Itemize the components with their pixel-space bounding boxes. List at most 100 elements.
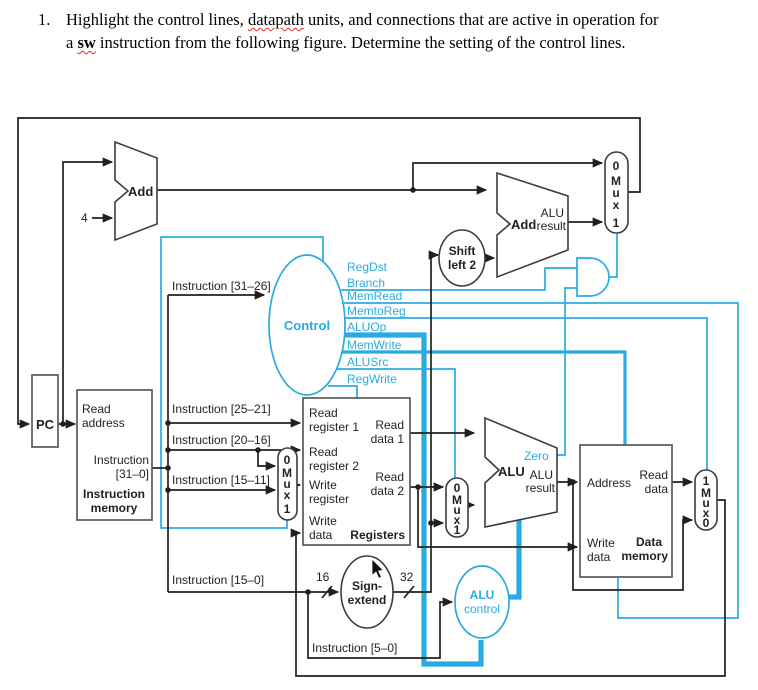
signal-branch: Branch: [347, 276, 385, 290]
imem-readaddr-label2: address: [82, 416, 125, 430]
control-wires: [160, 234, 739, 667]
reg-wr-label: Write: [309, 478, 337, 492]
imem-title2: memory: [91, 501, 138, 515]
imem-out-label: Instruction: [94, 453, 149, 467]
question-seg: instruction from the following figure. D…: [95, 33, 626, 52]
alucontrol-to-alu-line-highlighted: [507, 514, 522, 600]
shift-label2: left 2: [448, 258, 476, 272]
mux-port: M: [611, 174, 621, 188]
question-word-sw: sw: [77, 33, 96, 52]
pc-label: PC: [36, 417, 55, 432]
bitwidth-slash-32: [403, 585, 415, 599]
question-body: Highlight the control lines, datapath un…: [66, 8, 658, 54]
signal-regwrite: RegWrite: [347, 372, 397, 386]
signal-memtoreg: MemtoReg: [347, 304, 406, 318]
control-title: Control: [284, 318, 330, 333]
branch-line: [341, 267, 577, 291]
memtoreg-line: [345, 317, 708, 470]
imem-title: Instruction: [83, 487, 145, 501]
writeback-wire: [290, 499, 726, 677]
mux-port: M: [701, 486, 711, 500]
zero-line: [557, 287, 577, 456]
data-memory-block: [579, 444, 673, 578]
signext-label: Sign-: [352, 579, 382, 593]
alusrc-mux: [445, 477, 469, 538]
memtoreg-mux-labels: 1 M u x 0: [701, 474, 711, 530]
mux-port: 0: [454, 481, 461, 495]
bits-32-label: 32: [400, 570, 414, 584]
alu-title: ALU: [498, 464, 525, 479]
alu-result-label: ALU: [530, 468, 553, 482]
reg-rr2-label: Read: [309, 445, 338, 459]
mux-port: M: [452, 493, 462, 507]
alu-unit: [484, 416, 558, 528]
pc-to-add-wire: [62, 157, 114, 424]
signal-memwrite: MemWrite: [347, 338, 402, 352]
alusrc-line: [336, 368, 456, 478]
mux-port: x: [703, 506, 710, 520]
dmem-readdata-label2: data: [645, 482, 669, 496]
pcsrc-mux: [604, 151, 629, 234]
mux-port: u: [453, 503, 460, 517]
reg-rd1-label2: data 1: [371, 432, 405, 446]
field-5-0: Instruction [5–0]: [312, 641, 397, 655]
mux-port: 1: [613, 216, 620, 230]
question-text: 1. Highlight the control lines, datapath…: [38, 8, 744, 54]
reg-rr1-label: Read: [309, 406, 338, 420]
mux-port: u: [283, 477, 290, 491]
registers-block: [302, 397, 411, 546]
mux-port: 0: [284, 453, 291, 467]
signal-aluop: ALUOp: [347, 320, 387, 334]
regdst-line: [160, 236, 324, 529]
instr-5-0-wire: [307, 592, 454, 659]
mux-port: 1: [454, 523, 461, 537]
mux-port: 0: [703, 516, 710, 530]
mux-port: x: [454, 513, 461, 527]
pc-block: [31, 374, 59, 448]
reg-wd-label: Write: [309, 514, 337, 528]
signal-regdst: RegDst: [347, 260, 388, 274]
add2-label: Add: [511, 217, 536, 232]
bitwidth-slash-16: [321, 585, 333, 599]
diagram-labels: PC Read address Instruction [31–0] Instr…: [36, 159, 711, 655]
dmem-writedata-label: Write: [587, 536, 615, 550]
field-25-21: Instruction [25–21]: [172, 402, 271, 416]
alu-result-to-mux-wire: [572, 482, 694, 591]
pc-plus4-to-mux-wire: [412, 158, 604, 190]
add2-out-label2: result: [537, 219, 567, 233]
memwrite-line-highlighted: [341, 350, 627, 445]
field-15-11: Instruction [15–11]: [172, 473, 270, 487]
mouse-cursor-icon: [371, 558, 385, 579]
memread-line: [344, 302, 739, 619]
question-number: 1.: [38, 10, 51, 29]
regdst-mux: [277, 447, 298, 521]
pcsrc-mux-labels: 0 M u x 1: [611, 159, 621, 230]
and-gate: [576, 257, 610, 297]
add1-label: Add: [128, 184, 153, 199]
and-to-pcsrc-mux-line: [607, 234, 618, 278]
read-data2-to-dmem-wire: [417, 487, 579, 552]
signext-label2: extend: [348, 593, 387, 607]
dmem-writedata-label2: data: [587, 550, 611, 564]
signal-alusrc: ALUSrc: [347, 355, 388, 369]
pc-feedback-wire: [17, 117, 641, 429]
aluop-line-highlighted: [344, 332, 484, 667]
regwrite-line: [328, 385, 358, 398]
reg-rr2-label2: register 2: [309, 459, 359, 473]
control-unit: [268, 254, 346, 396]
mux-port: 1: [703, 474, 710, 488]
mux-port: u: [702, 496, 709, 510]
field-31-26: Instruction [31–26]: [172, 279, 271, 293]
alucontrol-label: ALU: [470, 588, 495, 602]
reg-wr-label2: register: [309, 492, 349, 506]
const4-label: 4: [81, 211, 88, 225]
instruction-memory-block: [76, 389, 153, 521]
field-20-16: Instruction [20–16]: [172, 433, 271, 447]
reg-rd1-label: Read: [375, 418, 404, 432]
junction-dots: [60, 187, 576, 595]
mux-port: x: [284, 488, 291, 502]
dmem-address-label: Address: [587, 476, 631, 490]
add-pc4-unit: [114, 140, 158, 242]
